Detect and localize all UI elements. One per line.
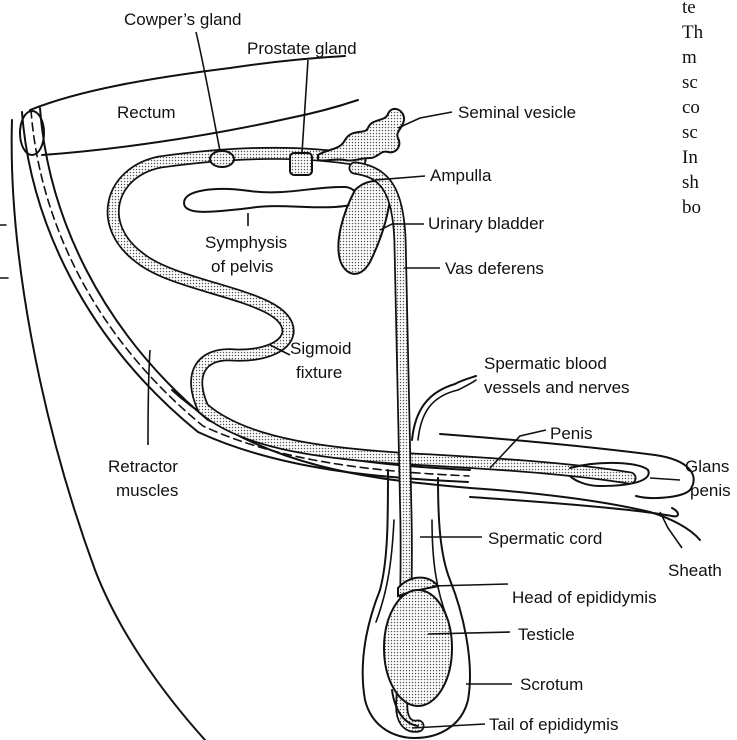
side-text-line: In — [682, 147, 698, 168]
side-text-line: sh — [682, 172, 699, 193]
label-prostate-gland: Prostate gland — [247, 39, 357, 58]
label-retractor-line1: Retractor — [108, 457, 178, 476]
urinary-bladder — [338, 181, 390, 274]
label-scrotum: Scrotum — [520, 675, 583, 694]
label-ampulla: Ampulla — [430, 166, 492, 185]
side-text-line: Th — [682, 22, 704, 43]
label-symphysis-line2: of pelvis — [211, 257, 273, 276]
label-cowpers-gland: Cowper’s gland — [124, 10, 242, 29]
label-blood-line2: vessels and nerves — [484, 378, 630, 397]
label-testicle: Testicle — [518, 625, 575, 644]
label-tail-of-epididymis: Tail of epididymis — [489, 715, 618, 734]
side-text-line: m — [682, 47, 697, 68]
side-text-line: co — [682, 97, 700, 118]
cowpers-gland — [210, 151, 234, 167]
label-spermatic-cord: Spermatic cord — [488, 529, 602, 548]
label-rectum: Rectum — [117, 103, 176, 122]
side-text-line: te — [682, 0, 696, 18]
label-head-of-epididymis: Head of epididymis — [512, 588, 657, 607]
label-retractor-line2: muscles — [116, 481, 178, 500]
label-sigmoid-line1: Sigmoid — [290, 339, 351, 358]
label-glans-line1: Glans — [685, 457, 729, 476]
seminal-vesicle — [318, 109, 404, 161]
label-sigmoid-line2: fixture — [296, 363, 342, 382]
label-blood-line1: Spermatic blood — [484, 354, 607, 373]
label-glans-line2: penis — [690, 481, 731, 500]
label-urinary-bladder: Urinary bladder — [428, 214, 545, 233]
side-text-line: bo — [682, 197, 701, 218]
label-vas-deferens: Vas deferens — [445, 259, 544, 278]
label-seminal-vesicle: Seminal vesicle — [458, 103, 576, 122]
label-symphysis-line1: Symphysis — [205, 233, 287, 252]
cropped-side-text: te Th m sc co sc In sh bo — [682, 0, 704, 218]
side-text-line: sc — [682, 122, 698, 143]
prostate-gland — [290, 153, 312, 175]
testicle — [384, 590, 452, 706]
label-penis: Penis — [550, 424, 593, 443]
side-text-line: sc — [682, 72, 698, 93]
symphysis-of-pelvis — [184, 187, 356, 212]
label-sheath: Sheath — [668, 561, 722, 580]
